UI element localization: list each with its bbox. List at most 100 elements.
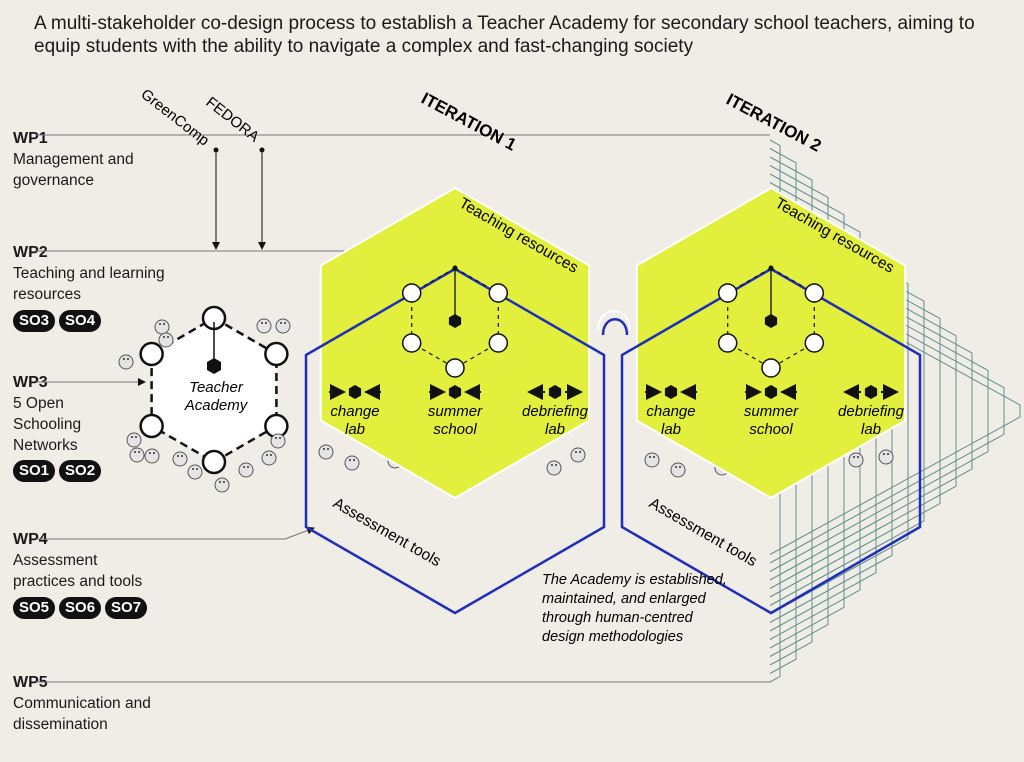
lab-label-line2: school xyxy=(433,421,477,438)
academy-node xyxy=(139,413,164,439)
lab-hexagon-icon xyxy=(864,385,878,399)
participant-pebble-dot xyxy=(883,453,885,455)
participant-pebble-dot xyxy=(223,481,225,483)
wp2-code: WP2 xyxy=(13,244,48,261)
wp5-desc-1: Communication and xyxy=(13,695,151,712)
hexagon-core-icon xyxy=(764,314,778,328)
note-line-3: through human-centred xyxy=(542,610,694,626)
participant-pebble xyxy=(126,432,142,448)
participant-pebble xyxy=(344,455,360,471)
iteration-connector-blue xyxy=(601,318,629,336)
lab-icon xyxy=(429,384,481,400)
participant-pebble-dot xyxy=(579,451,581,453)
participant-pebble-dot xyxy=(163,336,165,338)
participant-pebble xyxy=(261,450,277,466)
participant-pebble-dot xyxy=(181,455,183,457)
participant-pebble xyxy=(318,444,334,460)
participant-pebble-dot xyxy=(138,451,140,453)
participant-pebble xyxy=(129,447,145,463)
network-node xyxy=(401,333,422,353)
network-node xyxy=(401,283,422,303)
objective-badge: SO3 xyxy=(13,310,56,332)
academy-node xyxy=(264,341,289,367)
participant-pebbles xyxy=(118,318,894,493)
note-line-2: maintained, and enlarged xyxy=(542,591,707,607)
participant-pebble xyxy=(154,319,170,335)
lab-label-line1: summer xyxy=(744,403,799,420)
wp4-desc-2: practices and tools xyxy=(13,573,143,590)
participant-pebble-dot xyxy=(555,464,557,466)
lab-label-line2: lab xyxy=(661,421,681,438)
assessment-tools-label: Assessment tools xyxy=(330,495,444,571)
hexagon-core-icon xyxy=(207,358,221,374)
wp2-desc-2: resources xyxy=(13,286,82,303)
objective-badge: SO7 xyxy=(105,597,148,619)
participant-pebble xyxy=(644,452,660,468)
participant-pebble-dot xyxy=(247,466,249,468)
lab-label-line1: summer xyxy=(428,403,483,420)
lab-hexagon-icon xyxy=(548,385,562,399)
teaching-hexagon xyxy=(635,186,907,500)
lab-hexagon-icon xyxy=(664,385,678,399)
lab-hexagon-icon xyxy=(448,385,462,399)
wp4-block: WP4 Assessment practices and tools xyxy=(13,529,142,592)
wp5-code: WP5 xyxy=(13,674,48,691)
wp3-block: WP3 5 Open Schooling Networks xyxy=(13,372,81,456)
participant-pebble-dot xyxy=(159,323,161,325)
wp1-block: WP1 Management and governance xyxy=(13,128,134,191)
participant-pebble xyxy=(670,462,686,478)
participant-pebble xyxy=(570,447,586,463)
network-node xyxy=(761,358,781,378)
lab-label-line1: change xyxy=(646,403,695,420)
participant-pebble-dot xyxy=(279,437,281,439)
participant-pebble-dot xyxy=(123,358,125,360)
lab-icon xyxy=(527,384,583,400)
participant-pebble-dot xyxy=(265,322,267,324)
participant-pebble xyxy=(848,452,864,468)
wp1-desc-1: Management and xyxy=(13,151,134,168)
wp4-desc-1: Assessment xyxy=(13,552,98,569)
fedora-label: FEDORA xyxy=(203,94,263,146)
lab-label-line2: lab xyxy=(545,421,565,438)
participant-pebble-dot xyxy=(196,468,198,470)
wp2-desc-1: Teaching and learning xyxy=(13,265,165,282)
lab-label-line1: debriefing xyxy=(522,403,589,420)
participant-pebble xyxy=(187,464,203,480)
participant-pebble-dot xyxy=(349,459,351,461)
note-line-4: design methodologies xyxy=(542,629,683,645)
participant-pebble-dot xyxy=(153,452,155,454)
participant-pebble xyxy=(144,448,160,464)
participant-pebble-dot xyxy=(280,322,282,324)
network-node xyxy=(488,283,509,303)
wp3-desc-3: Networks xyxy=(13,437,78,454)
lab-hexagon-icon xyxy=(764,385,778,399)
lab-icon xyxy=(645,384,697,400)
participant-pebble-dot xyxy=(270,454,272,456)
participant-pebble-dot xyxy=(649,456,651,458)
teacher-academy: Teacher Academy xyxy=(139,305,289,475)
wp2-objectives: SO3 SO4 xyxy=(13,310,102,332)
participant-pebble-dot xyxy=(134,451,136,453)
participant-pebble-dot xyxy=(177,455,179,457)
objective-badge: SO5 xyxy=(13,597,56,619)
participant-pebble-dot xyxy=(551,464,553,466)
participant-pebble xyxy=(275,318,291,334)
iteration-label: ITERATION 2 xyxy=(723,90,824,156)
participant-pebble-dot xyxy=(266,454,268,456)
wp3-desc-1: 5 Open xyxy=(13,395,64,412)
lab-label-line1: debriefing xyxy=(838,403,905,420)
wp5-block: WP5 Communication and dissemination xyxy=(13,672,151,735)
participant-pebble-dot xyxy=(857,456,859,458)
network-node xyxy=(488,333,509,353)
lab-label-line2: lab xyxy=(861,421,881,438)
teacher-academy-label-2: Academy xyxy=(184,397,249,414)
teaching-hexagon xyxy=(319,186,591,500)
wp-guide-lines xyxy=(36,134,770,683)
assessment-hexagon xyxy=(304,267,606,615)
lab-icon xyxy=(745,384,797,400)
wp2-block: WP2 Teaching and learning resources xyxy=(13,242,165,305)
teacher-academy-label-1: Teacher xyxy=(189,379,244,396)
participant-pebble-dot xyxy=(323,448,325,450)
